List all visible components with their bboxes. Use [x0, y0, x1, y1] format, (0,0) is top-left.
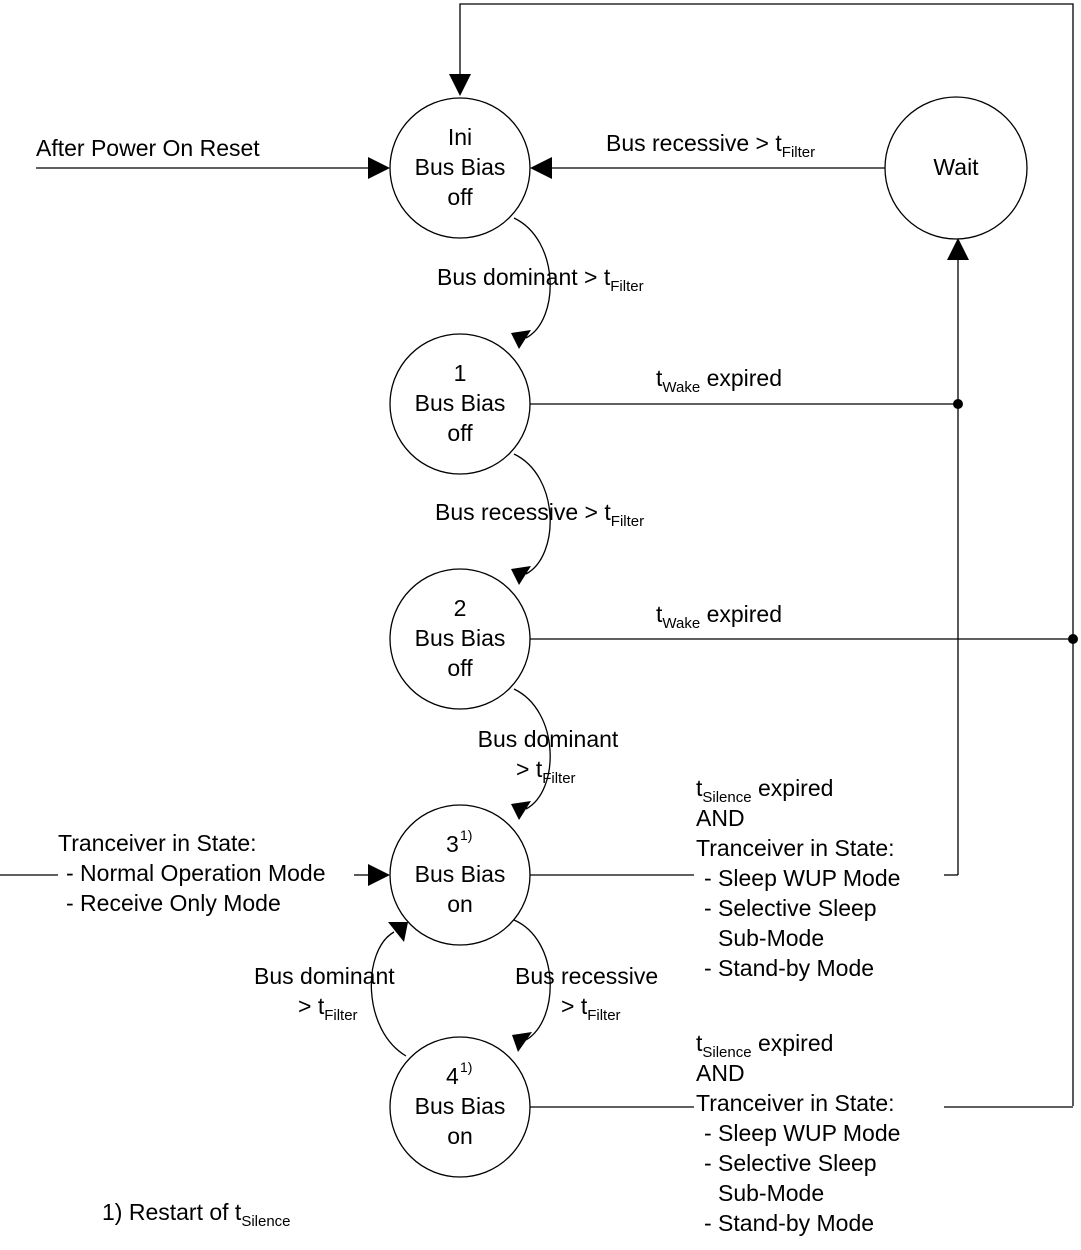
s3-silence-rest: expired [752, 775, 834, 801]
state-ini-line-3: off [447, 184, 473, 210]
s3-silence-sub: Silence [702, 789, 751, 806]
state-1-line-1: 1 [454, 360, 467, 386]
s4-silence-rest: expired [752, 1030, 834, 1056]
state-2-circle [389, 568, 531, 710]
state-wait-label: Wait [933, 154, 979, 180]
state-4-line-2: on [447, 1123, 473, 1149]
s4-silence-and: AND [696, 1060, 745, 1086]
tranceiver-in-line-2: - Normal Operation Mode [66, 860, 326, 886]
s2-to-s3-label-gt: > t [516, 756, 543, 782]
s2-to-s3-label-line-1: Bus dominant [478, 726, 619, 752]
arrow-into-ini-top [449, 74, 471, 96]
state-3-circle [389, 804, 531, 946]
junction-dot-2 [1068, 634, 1078, 644]
tranceiver-in-line-1: Tranceiver in State: [58, 830, 257, 856]
s3-silence-mode-1: - Sleep WUP Mode [704, 865, 900, 891]
feedback-loop-line [459, 3, 1074, 1106]
wait-to-ini-label-sub: Filter [782, 144, 815, 161]
s4-to-s3-label-line-2: > tFilter [298, 993, 358, 1024]
s4-silence-mode-1: - Sleep WUP Mode [704, 1120, 900, 1146]
footnote: 1) Restart of tSilence [102, 1199, 291, 1230]
footnote-text: 1) Restart of t [102, 1199, 242, 1225]
s2-twake-sub: Wake [662, 615, 700, 632]
s3-silence-t: t [696, 775, 703, 801]
s1-twake-rest: expired [700, 365, 782, 391]
s4-to-s3-arc [370, 931, 407, 1057]
state-wait-circle [884, 96, 1028, 240]
state-4-number: 4 [446, 1063, 459, 1089]
s1-to-s2-label-sub: Filter [611, 513, 644, 530]
wait-to-ini-label: Bus recessive > tFilter [606, 130, 815, 161]
s2-twake-label: tWake expired [656, 601, 782, 632]
arrow-s2-to-s3 [511, 801, 531, 820]
s4-to-s3-label-gt: > t [298, 993, 325, 1019]
s1-to-s2-label: Bus recessive > tFilter [435, 499, 644, 530]
state-ini-line-2: Bus Bias [415, 154, 506, 180]
s3-silence-state: Tranceiver in State: [696, 835, 895, 861]
arrow-s3-to-s4 [512, 1032, 532, 1052]
arrow-into-s3 [368, 864, 390, 886]
s2-twake-t: t [656, 601, 663, 627]
s4-silence-sub: Silence [702, 1044, 751, 1061]
footnote-sub: Silence [241, 1213, 290, 1230]
s4-silence-mode-3: Sub-Mode [718, 1180, 824, 1206]
s1-twake-label: tWake expired [656, 365, 782, 396]
arrow-power-on [368, 157, 390, 179]
s1-twake-sub: Wake [662, 379, 700, 396]
state-3-line-1: Bus Bias [415, 861, 506, 887]
s3-silence-mode-2: - Selective Sleep [704, 895, 877, 921]
state-2-line-1: 2 [454, 595, 467, 621]
s3-to-s4-label-gt: > t [561, 993, 588, 1019]
state-1-circle [389, 333, 531, 475]
ini-to-s1-label-sub: Filter [610, 278, 643, 295]
state-4-circle [389, 1036, 531, 1178]
s1-to-s2-label-text: Bus recessive > t [435, 499, 611, 525]
arrow-s4-to-s3 [388, 922, 408, 942]
s4-silence-line-1: tSilence expired [696, 1030, 833, 1061]
s3-to-s4-arc [513, 919, 551, 1041]
ini-to-s1-label-text: Bus dominant > t [437, 264, 611, 290]
s3-to-s4-label-line-2: > tFilter [561, 993, 621, 1024]
state-4-line-1: Bus Bias [415, 1093, 506, 1119]
s2-to-s3-label-sub: Filter [542, 770, 575, 787]
state-ini-circle [389, 97, 531, 239]
s2-to-s3-label-line-2: > tFilter [516, 756, 576, 787]
state-4-footnote-mark: 1) [460, 1059, 472, 1075]
s4-to-s3-label-line-1: Bus dominant [254, 963, 395, 989]
arrow-s1-to-s2 [511, 566, 531, 585]
s3-silence-mode-4: - Stand-by Mode [704, 955, 874, 981]
after-power-on-label: After Power On Reset [36, 135, 260, 161]
ini-to-s1-label: Bus dominant > tFilter [437, 264, 644, 295]
s4-silence-mode-4: - Stand-by Mode [704, 1210, 874, 1236]
s4-silence-t: t [696, 1030, 703, 1056]
s3-silence-line-1: tSilence expired [696, 775, 833, 806]
state-3-line-2: on [447, 891, 473, 917]
state-3-footnote-mark: 1) [460, 827, 472, 843]
s2-to-s3-arc [513, 688, 551, 810]
state-2-line-3: off [447, 655, 473, 681]
state-1-line-3: off [447, 420, 473, 446]
state-ini-line-1: Ini [448, 124, 472, 150]
s3-to-s4-label-sub: Filter [587, 1007, 620, 1024]
s4-silence-mode-2: - Selective Sleep [704, 1150, 877, 1176]
s3-to-s4-label-line-1: Bus recessive [515, 963, 658, 989]
s3-silence-and: AND [696, 805, 745, 831]
s1-twake-t: t [656, 365, 663, 391]
ini-to-s1-arc [513, 217, 551, 339]
state-2-line-2: Bus Bias [415, 625, 506, 651]
state-1-line-2: Bus Bias [415, 390, 506, 416]
tranceiver-in-line-3: - Receive Only Mode [66, 890, 281, 916]
s4-to-s3-label-sub: Filter [324, 1007, 357, 1024]
s2-twake-rest: expired [700, 601, 782, 627]
arrow-into-wait [947, 238, 969, 260]
wait-to-ini-label-text: Bus recessive > t [606, 130, 782, 156]
state-3-number: 3 [446, 831, 459, 857]
arrow-ini-to-s1 [511, 330, 531, 349]
s3-silence-mode-3: Sub-Mode [718, 925, 824, 951]
s4-silence-state: Tranceiver in State: [696, 1090, 895, 1116]
arrow-wait-to-ini [530, 157, 552, 179]
s1-to-s2-arc [513, 453, 551, 575]
